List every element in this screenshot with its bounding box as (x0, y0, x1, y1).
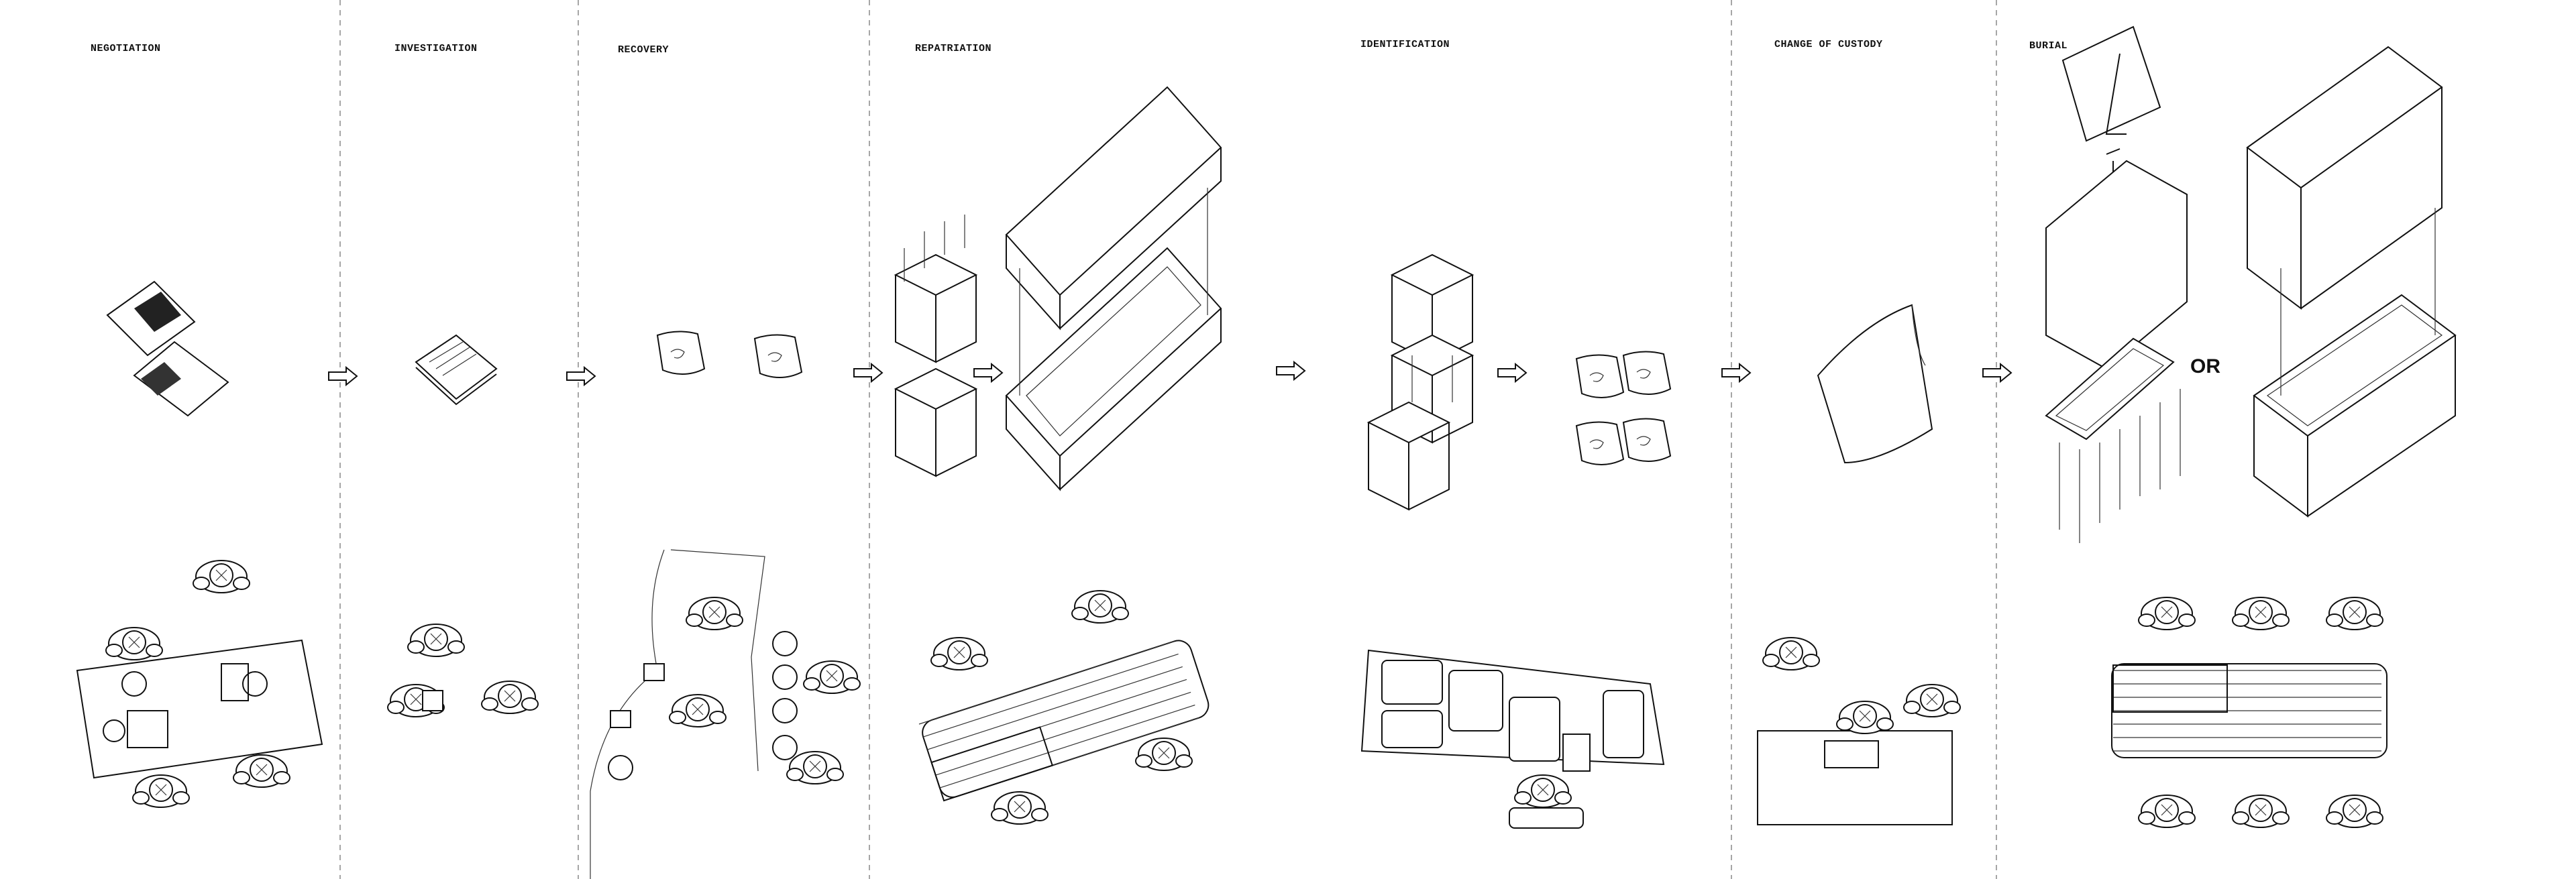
recovery-bags (657, 331, 802, 379)
negotiation-table-scene (76, 560, 323, 808)
burial-or-label: OR (2190, 355, 2220, 377)
custody-handover-scene (1757, 637, 1961, 825)
stage-label-identification: IDENTIFICATION (1360, 39, 1450, 50)
stage-label-repatriation: REPATRIATION (915, 43, 991, 54)
arrow-right-icon (328, 361, 2012, 386)
investigation-report (415, 334, 498, 406)
casket-icon (1005, 86, 1222, 491)
flag-icon (918, 590, 1210, 825)
investigation-people (387, 624, 539, 717)
burial-vault (2246, 46, 2457, 518)
recovery-excavation-scene (590, 549, 861, 879)
burial-exploded-casket (2045, 25, 2188, 543)
stage-label-negotiation: NEGOTIATION (91, 43, 161, 54)
identification-lab-table (1360, 649, 1665, 829)
stage-label-change-of-custody: CHANGE OF CUSTODY (1774, 39, 1883, 50)
negotiation-documents (106, 280, 229, 417)
stage-label-investigation: INVESTIGATION (394, 43, 478, 54)
burial-flag-folding-scene (2111, 597, 2387, 828)
identification-boxes (1368, 254, 1473, 510)
stage-label-recovery: RECOVERY (618, 44, 669, 56)
stage-label-burial: BURIAL (2029, 40, 2068, 52)
identification-bags (1576, 351, 1671, 466)
repatriation-boxes (895, 215, 977, 477)
custody-bag (1817, 304, 1933, 464)
